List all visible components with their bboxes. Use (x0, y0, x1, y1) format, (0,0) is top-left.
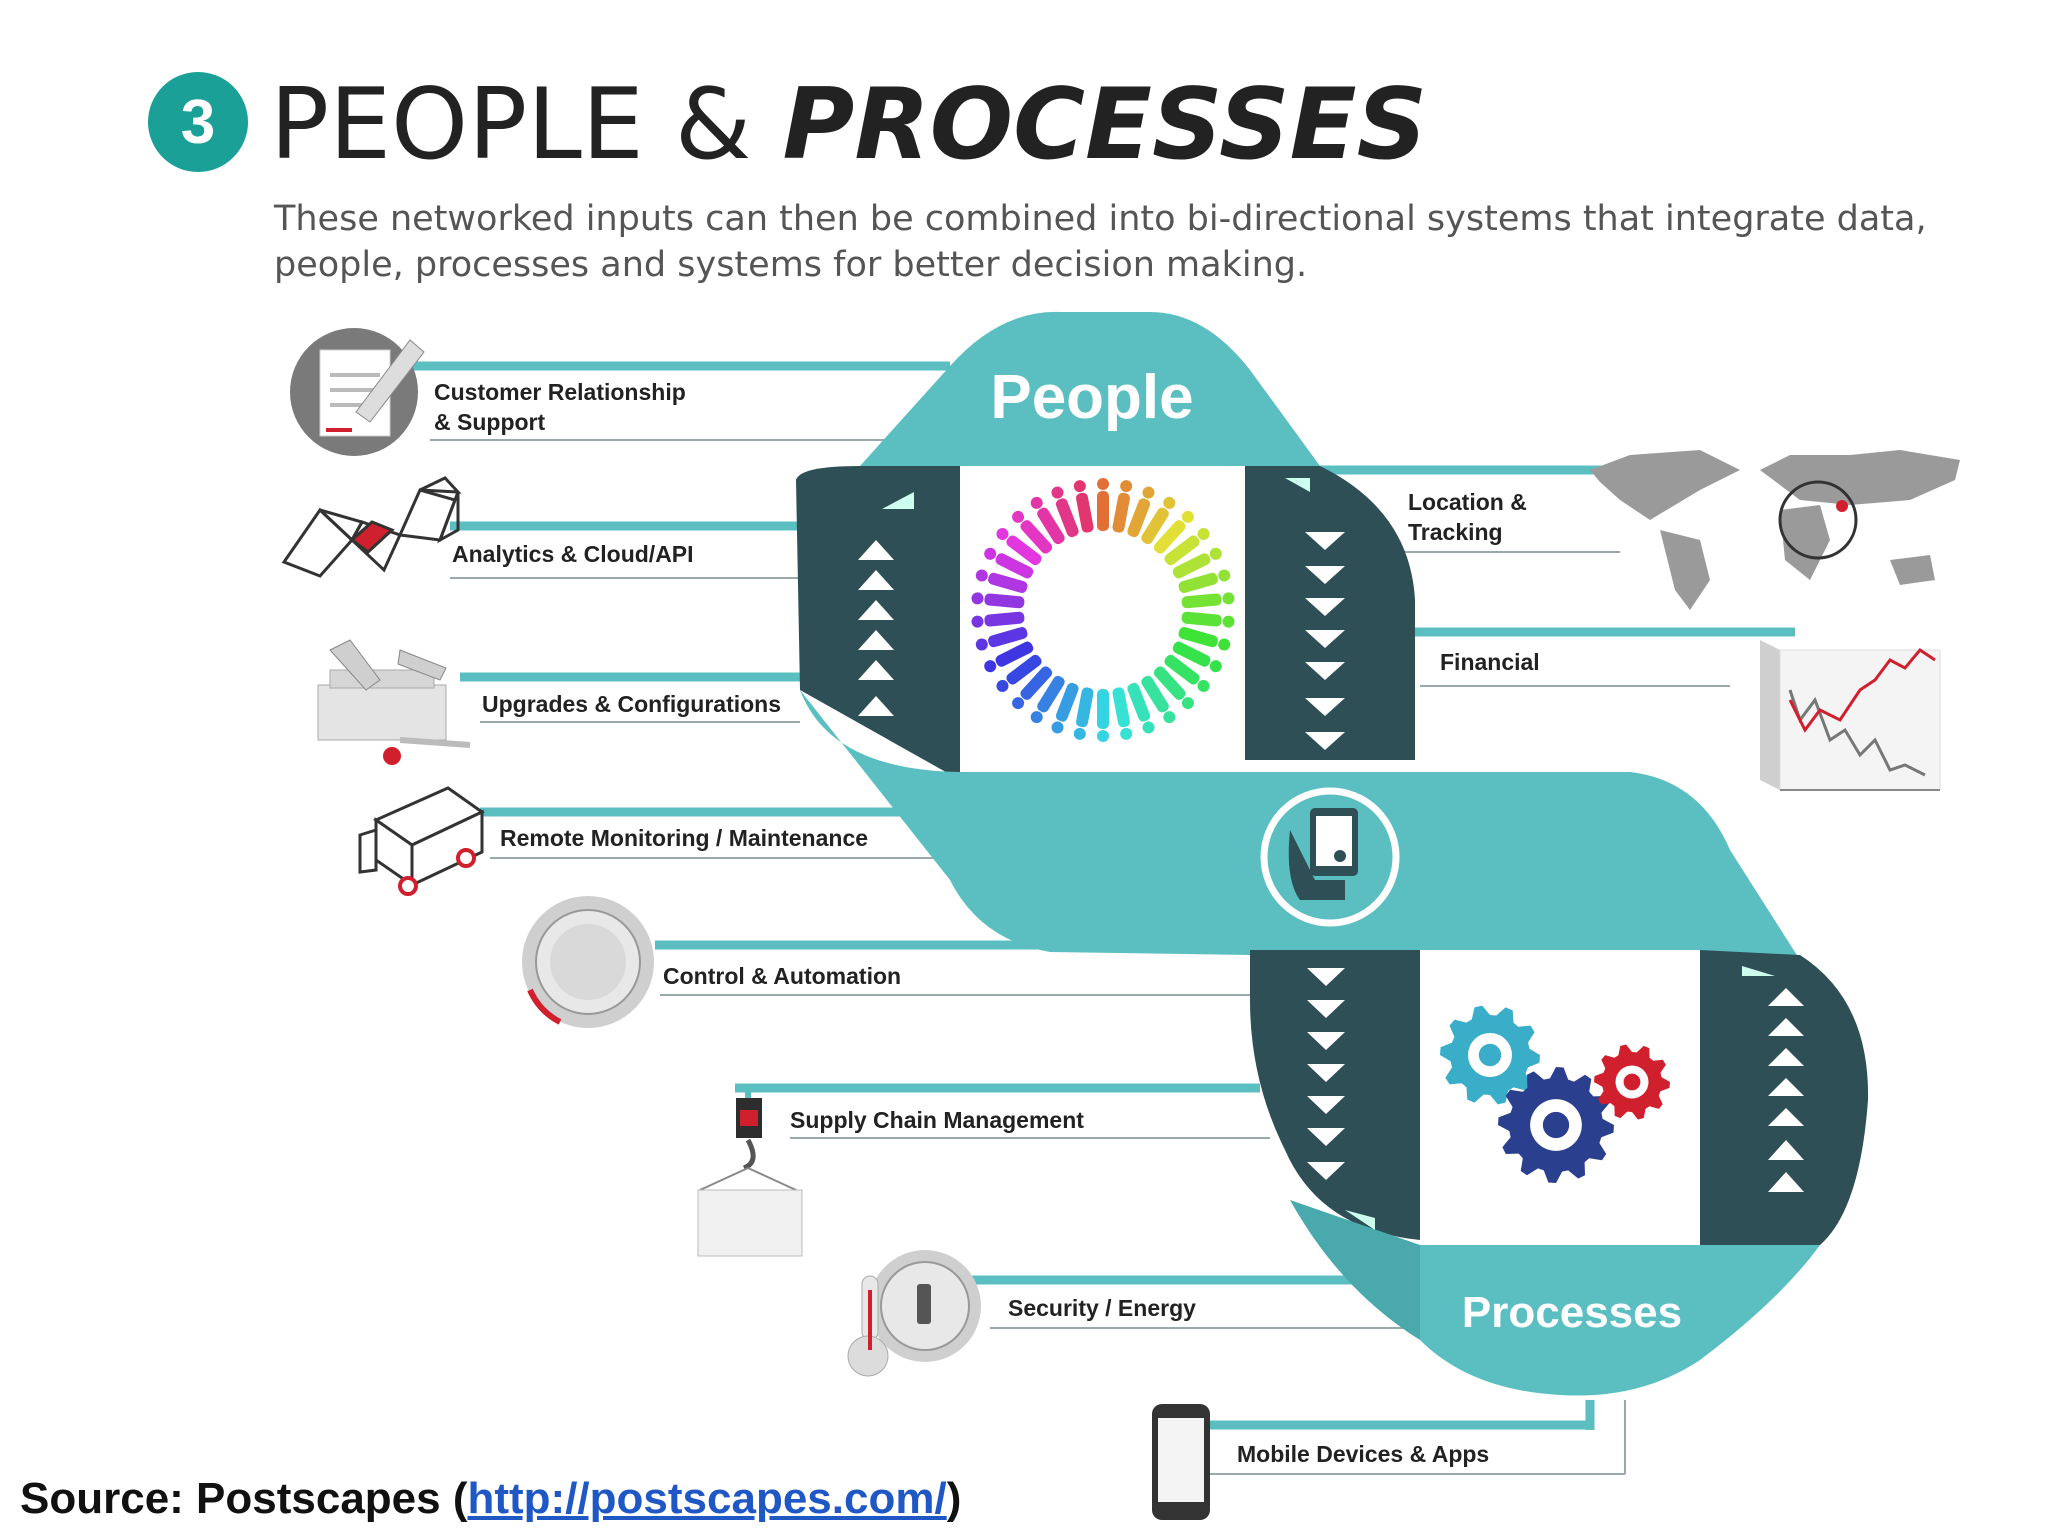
label-security-energy: Security / Energy (1008, 1295, 1196, 1321)
title-bold: PROCESSES (783, 68, 1428, 182)
people-label: People (990, 363, 1193, 432)
left-labels: Customer Relationship & Support Analytic… (434, 379, 1489, 1467)
label-remote-monitoring: Remote Monitoring / Maintenance (500, 825, 868, 851)
label-tracking: Tracking (1408, 519, 1503, 545)
step-badge (148, 72, 248, 172)
toolbox-icon (317, 639, 471, 765)
document-pencil-icon (290, 328, 425, 456)
chevrons-down-lower-left (1307, 968, 1375, 1230)
source-citation: Source: Postscapes (http://postscapes.co… (20, 1474, 961, 1524)
people-ring-graphic (971, 478, 1235, 742)
right-labels: Location & Tracking Financial (1408, 489, 1540, 675)
source-suffix: ) (946, 1474, 962, 1523)
chevrons-down-right (1285, 478, 1345, 750)
tablet-touch-icon (1257, 784, 1403, 930)
step-number: 3 (181, 88, 215, 157)
label-customer-relationship-2: & Support (434, 409, 545, 435)
label-upgrades: Upgrades & Configurations (482, 691, 781, 717)
label-analytics: Analytics & Cloud/API (452, 541, 694, 567)
chevrons-up-left (858, 492, 914, 716)
label-financial: Financial (1440, 649, 1540, 675)
subtitle-line-1: These networked inputs can then be combi… (273, 199, 1927, 239)
label-control-automation: Control & Automation (663, 963, 901, 989)
source-link[interactable]: http://postscapes.com/ (467, 1474, 947, 1523)
truck-icon (358, 786, 485, 896)
label-location: Location & (1408, 489, 1527, 515)
dial-knob-icon (522, 896, 654, 1028)
lock-thermometer-icon (847, 1250, 981, 1377)
processes-label: Processes (1462, 1288, 1682, 1337)
world-map-icon (1590, 450, 1960, 610)
smartphone-icon (1152, 1404, 1210, 1520)
source-prefix: Source: Postscapes ( (20, 1474, 468, 1523)
stock-chart-icon (1760, 640, 1941, 791)
subtitle-line-2: people, processes and systems for better… (274, 245, 1307, 285)
chevrons-up-lower-right (1742, 966, 1804, 1192)
crane-hook-icon (697, 1090, 803, 1257)
connector-lines (410, 361, 1795, 1475)
gears-icon (1440, 1005, 1670, 1183)
label-supply-chain: Supply Chain Management (790, 1107, 1084, 1133)
header: 3 PEOPLE & PROCESSES These networked inp… (148, 68, 1927, 285)
label-customer-relationship: Customer Relationship (434, 379, 686, 405)
label-mobile-devices: Mobile Devices & Apps (1237, 1441, 1489, 1467)
network-mesh-icon (281, 476, 462, 578)
title-plain: PEOPLE & (270, 68, 783, 182)
page-title: PEOPLE & PROCESSES (270, 68, 1427, 182)
